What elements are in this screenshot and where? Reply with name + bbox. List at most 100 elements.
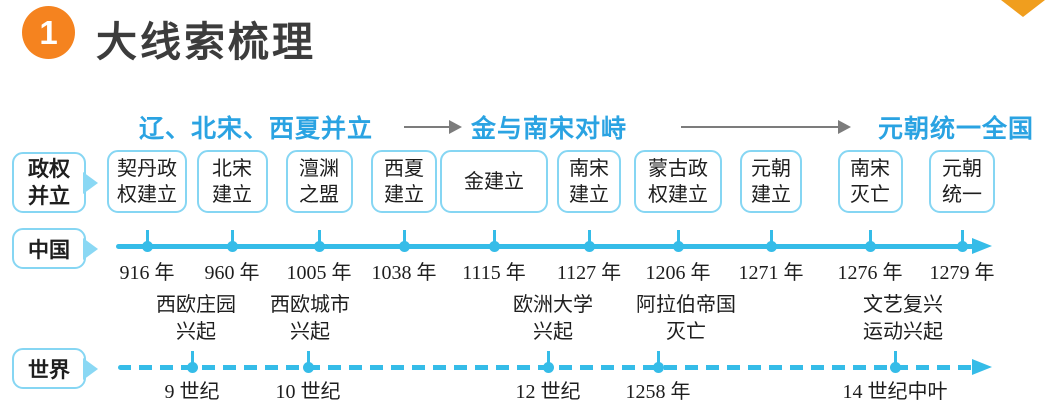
- world-timeline-dot: [652, 362, 664, 373]
- text-line: 建立: [569, 183, 609, 206]
- china-event-box: 元朝建立: [740, 150, 802, 213]
- text-line: 西夏: [384, 157, 424, 180]
- arrow-right-icon: [83, 237, 99, 260]
- text-line: 权建立: [117, 183, 177, 206]
- world-time-label: 12 世纪: [515, 381, 581, 403]
- china-event-box: 澶渊之盟: [285, 150, 353, 213]
- china-event-box: 金建立: [440, 150, 548, 213]
- arrowhead-icon: [838, 120, 851, 134]
- china-year-label: 960 年: [204, 262, 260, 284]
- text-line: 南宋: [569, 157, 609, 180]
- world-tick-mark: [190, 351, 194, 366]
- world-tick-mark: [546, 351, 550, 366]
- phase-label: 辽、北宋、西夏并立: [138, 115, 374, 143]
- world-timeline-dot: [542, 362, 554, 373]
- china-timeline-dot: [864, 241, 876, 252]
- world-time-label: 9 世纪: [164, 381, 220, 403]
- china-year-label: 1276 年: [837, 262, 903, 284]
- china-tick-mark: [676, 230, 680, 245]
- text-line: 统一: [942, 183, 982, 206]
- china-event-box: 北宋建立: [196, 150, 268, 213]
- china-event-box: 元朝统一: [929, 150, 995, 213]
- china-year-label: 1271 年: [738, 262, 804, 284]
- text-line: 文艺复兴: [863, 294, 943, 316]
- world-event-label: 欧洲大学兴起: [513, 292, 593, 346]
- row-label-regimes: 政权 并立: [12, 152, 99, 213]
- world-timeline-dot: [889, 362, 901, 373]
- china-timeline-axis: [116, 244, 974, 249]
- china-timeline-dot: [583, 241, 595, 252]
- china-timeline-dot: [398, 241, 410, 252]
- china-event-box: 蒙古政权建立: [634, 150, 722, 213]
- text-line: 运动兴起: [863, 321, 943, 343]
- world-event-label: 西欧城市兴起: [270, 292, 350, 346]
- china-timeline-arrowhead-icon: [972, 238, 992, 254]
- row-label-world-text: 世界: [28, 358, 70, 382]
- china-year-label: 1005 年: [286, 262, 352, 284]
- arrow-right-icon: [83, 357, 99, 380]
- text-line: 金建立: [464, 170, 524, 193]
- text-line: 元朝: [751, 157, 791, 180]
- corner-ribbon-icon: [1001, 0, 1045, 17]
- china-timeline-dot: [226, 241, 238, 252]
- world-event-label: 阿拉伯帝国灭亡: [636, 292, 736, 346]
- text-line: 蒙古政: [648, 157, 708, 180]
- world-event-label: 西欧庄园兴起: [156, 292, 236, 346]
- china-tick-mark: [230, 230, 234, 245]
- china-year-label: 1115 年: [462, 262, 526, 284]
- text-line: 澶渊: [299, 157, 339, 180]
- row-label-world: 世界: [12, 348, 99, 389]
- world-tick-mark: [306, 351, 310, 366]
- text-line: 建立: [751, 183, 791, 206]
- row-label-regimes-line2: 并立: [28, 184, 70, 208]
- text-line: 欧洲大学: [513, 294, 593, 316]
- china-timeline-dot: [956, 241, 968, 252]
- china-tick-mark: [960, 230, 964, 245]
- world-tick-mark: [656, 351, 660, 366]
- phase-arrow-icon: [404, 120, 462, 134]
- china-timeline-dot: [765, 241, 777, 252]
- china-event-box: 西夏建立: [371, 150, 437, 213]
- china-event-box: 契丹政权建立: [107, 150, 187, 213]
- china-tick-mark: [492, 230, 496, 245]
- text-line: 阿拉伯帝国: [636, 294, 736, 316]
- world-time-label: 1258 年: [625, 381, 691, 403]
- section-number-badge: 1: [22, 6, 75, 59]
- row-label-china-text: 中国: [28, 238, 70, 262]
- china-event-box: 南宋灭亡: [837, 150, 903, 213]
- text-line: 灭亡: [666, 321, 706, 343]
- text-line: 之盟: [299, 183, 339, 206]
- phase-arrow-icon: [681, 120, 851, 134]
- china-event-box: 南宋建立: [557, 150, 621, 213]
- china-year-label: 1206 年: [645, 262, 711, 284]
- text-line: 西欧城市: [270, 294, 350, 316]
- arrow-right-icon: [83, 171, 99, 194]
- text-line: 灭亡: [850, 183, 890, 206]
- china-timeline-dot: [141, 241, 153, 252]
- text-line: 建立: [384, 183, 424, 206]
- row-label-regimes-line1: 政权: [28, 157, 70, 181]
- china-timeline-dot: [488, 241, 500, 252]
- text-line: 契丹政: [117, 157, 177, 180]
- china-year-label: 916 年: [119, 262, 175, 284]
- text-line: 南宋: [850, 157, 890, 180]
- china-tick-mark: [402, 230, 406, 245]
- world-time-label: 10 世纪: [275, 381, 341, 403]
- row-label-china: 中国: [12, 228, 99, 269]
- china-tick-mark: [769, 230, 773, 245]
- world-event-label: 文艺复兴运动兴起: [863, 292, 943, 346]
- china-tick-mark: [868, 230, 872, 245]
- world-timeline-arrowhead-icon: [972, 359, 992, 375]
- china-year-label: 1279 年: [929, 262, 995, 284]
- phase-label: 元朝统一全国: [877, 115, 1035, 143]
- china-tick-mark: [587, 230, 591, 245]
- world-tick-mark: [893, 351, 897, 366]
- china-timeline-dot: [313, 241, 325, 252]
- china-year-label: 1038 年: [371, 262, 437, 284]
- text-line: 权建立: [648, 183, 708, 206]
- page-title: 大线索梳理: [96, 19, 316, 65]
- china-year-label: 1127 年: [556, 262, 622, 284]
- text-line: 建立: [212, 183, 252, 206]
- text-line: 北宋: [212, 157, 252, 180]
- world-timeline-dot: [302, 362, 314, 373]
